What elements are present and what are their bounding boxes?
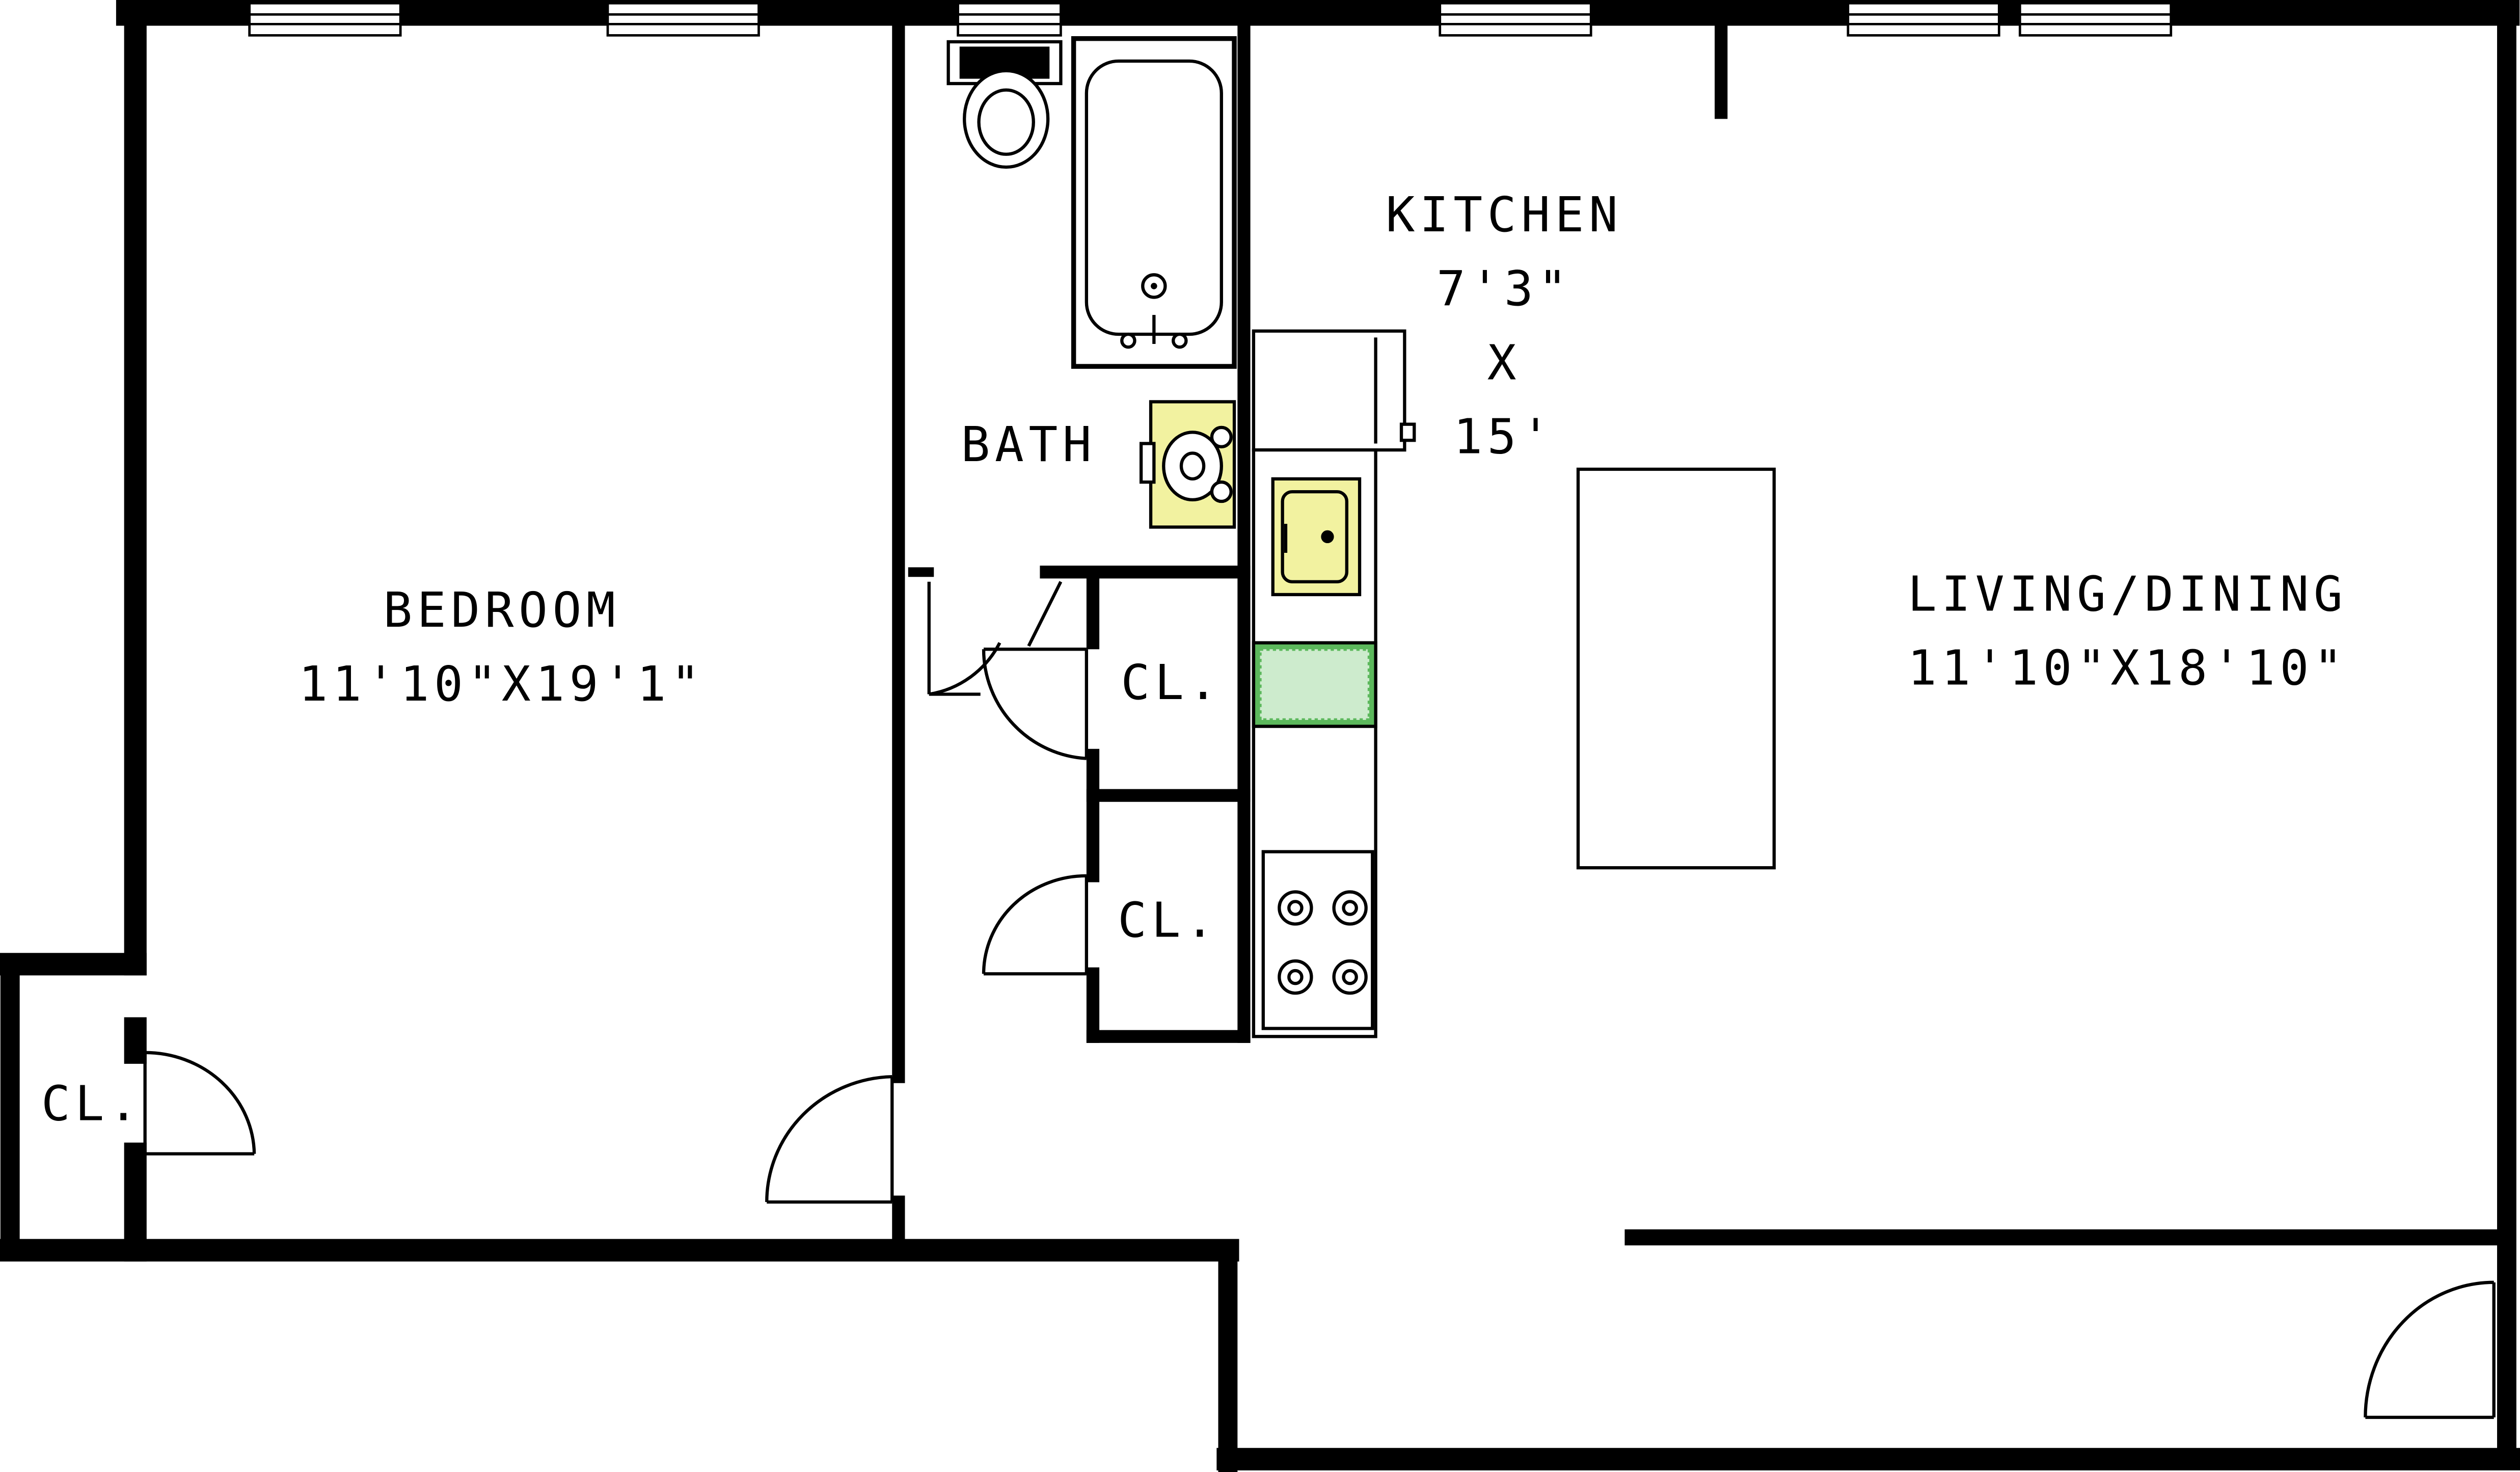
- bathtub-icon: [1071, 36, 1237, 369]
- door-swing-icon: [982, 874, 1089, 976]
- door-swing-icon: [2364, 1280, 2496, 1419]
- dishwasher: [1252, 641, 1377, 728]
- bedroom-dimensions: 11'10"X19'1": [299, 656, 704, 712]
- refrigerator-icon: [1252, 329, 1416, 452]
- window-icon: [2018, 2, 2173, 37]
- interior-walls: [124, 25, 2502, 1262]
- window-icon: [248, 2, 402, 37]
- toilet-icon: [946, 40, 1063, 169]
- room-labels: BEDROOM 11'10"X19'1" BATH KITCHEN 7'3" X…: [41, 187, 2347, 1132]
- window-icon: [1439, 2, 1592, 37]
- kitchen-dimension-separator: X: [1487, 335, 1521, 391]
- closet-label-left: CL.: [41, 1076, 143, 1132]
- living-dining-dimensions: 11'10"X18'10": [1908, 640, 2347, 697]
- bedroom-name: BEDROOM: [383, 582, 620, 638]
- bath-sink-icon: [1139, 400, 1236, 529]
- door-swing-icon: [982, 581, 1089, 760]
- doors: [143, 581, 2496, 1419]
- window-icon: [606, 2, 760, 37]
- living-dining-name: LIVING/DINING: [1908, 566, 2347, 622]
- closet-label-hall-lower: CL.: [1118, 893, 1219, 949]
- kitchen-length: 15': [1453, 409, 1555, 465]
- door-swing-icon: [143, 1051, 256, 1156]
- window-icon: [957, 2, 1062, 37]
- kitchen-name: KITCHEN: [1386, 187, 1622, 243]
- door-swing-icon: [927, 581, 1001, 696]
- windows: [248, 2, 2173, 37]
- kitchen-sink-icon: [1271, 477, 1362, 597]
- kitchen-island-icon: [1576, 467, 1776, 870]
- closet-label-hall-upper: CL.: [1121, 655, 1222, 711]
- bath-name: BATH: [961, 417, 1096, 473]
- kitchen-width: 7'3": [1437, 261, 1572, 317]
- door-swing-icon: [765, 1075, 894, 1204]
- window-icon: [1847, 2, 2000, 37]
- stove-icon: [1261, 850, 1374, 1030]
